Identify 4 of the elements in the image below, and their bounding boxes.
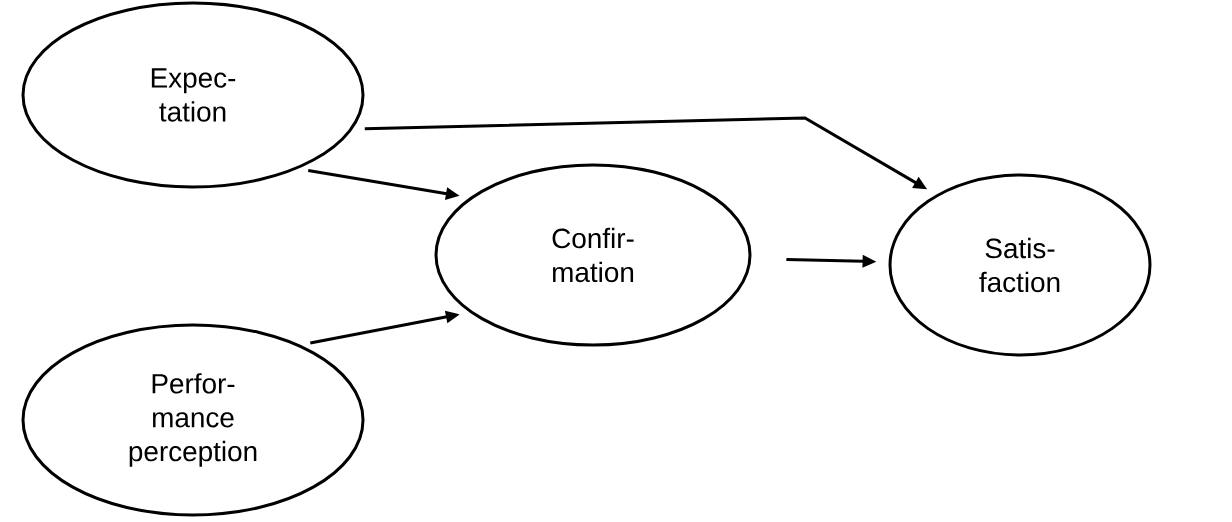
ellipse-node: Perfor- mance perception bbox=[21, 323, 365, 517]
ellipse-node: Satis- faction bbox=[888, 173, 1152, 357]
ellipse-node: Expec- tation bbox=[21, 1, 365, 189]
ellipse-node: Confir- mation bbox=[434, 163, 752, 347]
